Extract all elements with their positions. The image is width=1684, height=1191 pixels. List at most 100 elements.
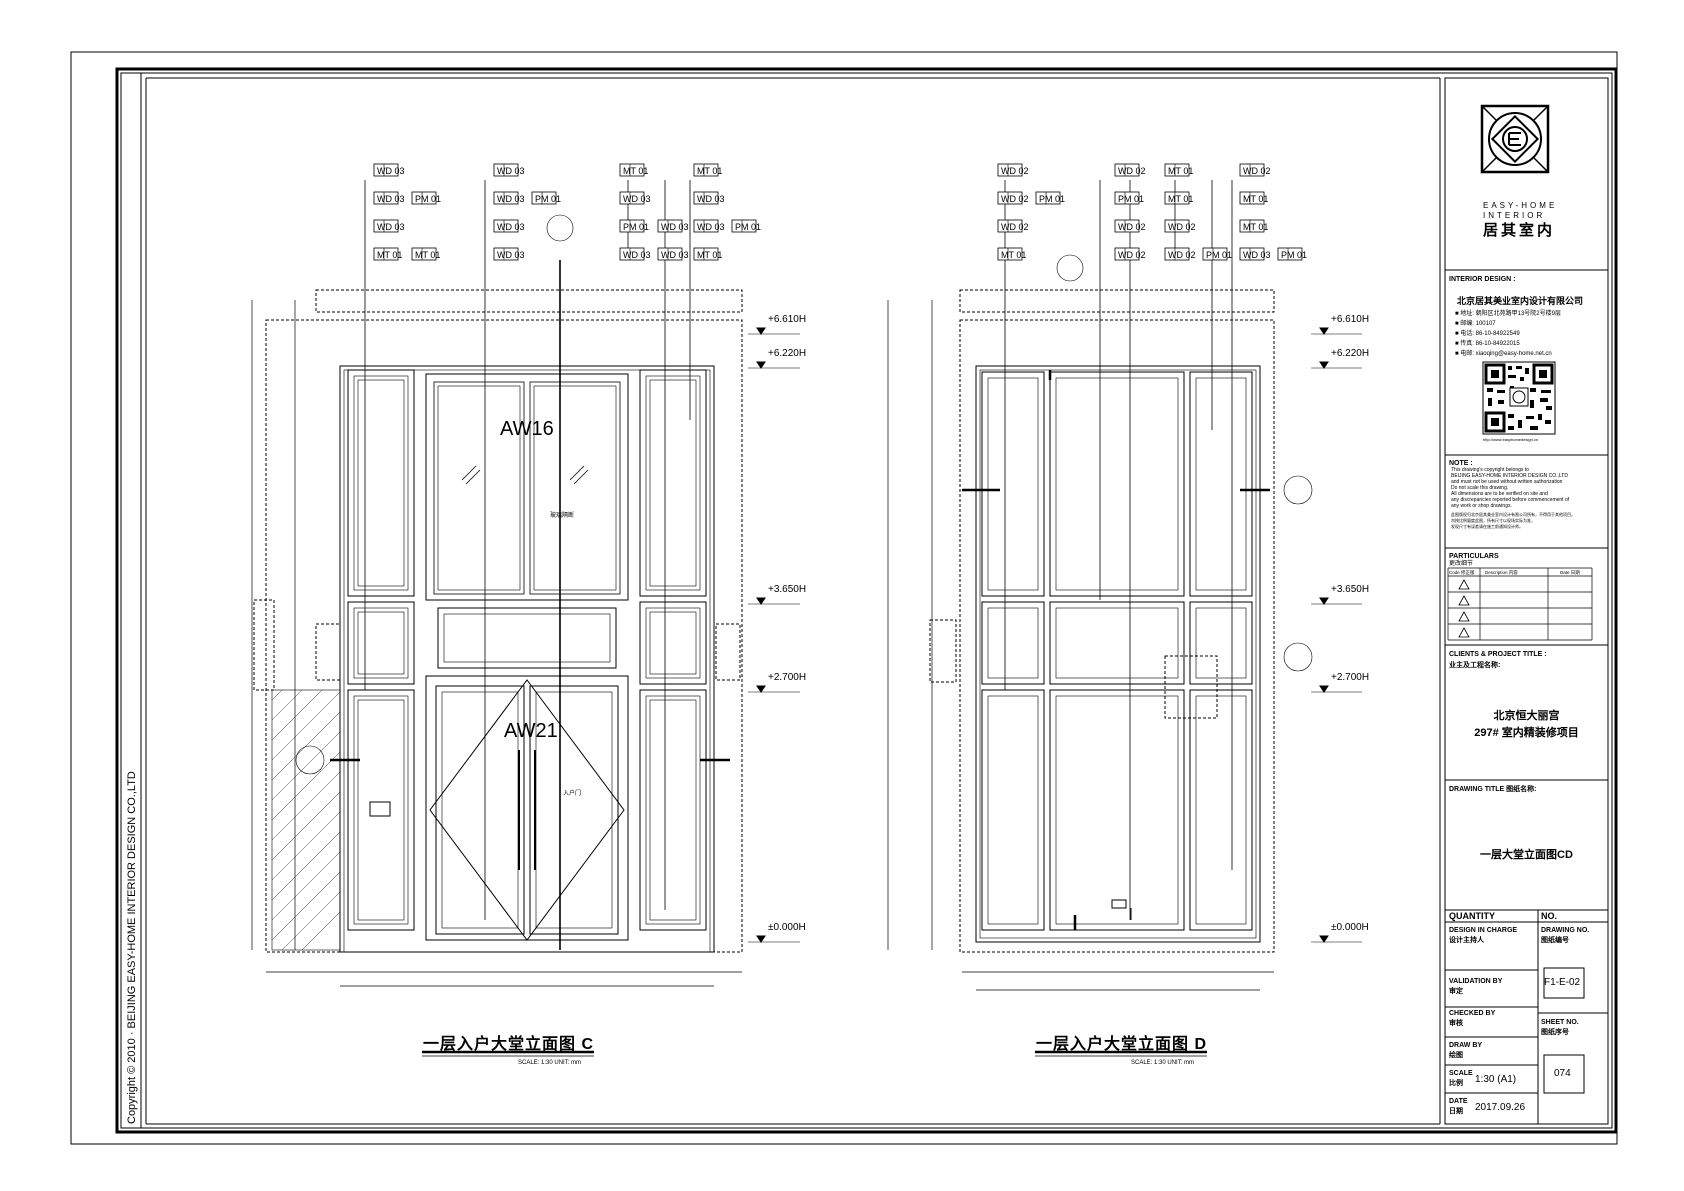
sheet-no-label-cn: 图纸序号: [1541, 1029, 1569, 1036]
elevation-d: [887, 180, 1313, 991]
material-code: MT 01: [697, 250, 722, 260]
material-code: MT 01: [1243, 194, 1268, 204]
no-label: NO.: [1541, 911, 1558, 921]
sheet-no-label: SHEET NO.: [1541, 1019, 1579, 1026]
material-tag: MT 01: [1164, 191, 1193, 205]
view-d-scale: SCALE: 1:30 UNIT: mm: [1131, 1060, 1195, 1066]
material-code: WD 02: [1168, 250, 1196, 260]
material-code: WD 03: [697, 194, 725, 204]
material-code: MT 01: [1168, 194, 1193, 204]
material-tag: WD 02: [1164, 219, 1196, 233]
material-tag: MT 01: [619, 163, 648, 177]
material-code: PM 01: [1118, 194, 1144, 204]
drawing-border: [115, 67, 1618, 1134]
elevation-c-hatch: [271, 689, 341, 951]
interior-design-label: INTERIOR DESIGN :: [1449, 276, 1516, 283]
clients-label-cn: 业主及工程名称:: [1449, 662, 1501, 669]
elev-d-2700: +2.700H: [1331, 672, 1370, 683]
material-code: WD 03: [377, 194, 405, 204]
elevation-marker-icons: [756, 327, 1329, 943]
material-code: PM 01: [1039, 194, 1065, 204]
material-tag: WD 02: [1114, 247, 1146, 261]
qr-code: [1482, 361, 1556, 435]
drawing-title-value: 一层大堂立面图CD: [1480, 849, 1573, 861]
material-code: WD 03: [623, 194, 651, 204]
draw-by-label: DRAW BY: [1449, 1042, 1483, 1049]
particulars-label: PARTICULARS: [1449, 553, 1499, 560]
title-block: [1444, 77, 1609, 1125]
sheet-no-value: 074: [1554, 1068, 1571, 1079]
material-code: PM 01: [735, 222, 761, 232]
company-fax: ■ 传真: 86-10-84922015: [1455, 341, 1520, 347]
particulars-h-desc: Description 内容: [1485, 570, 1518, 575]
tag-aw16: AW16: [500, 418, 554, 440]
material-code: WD 03: [697, 222, 725, 232]
material-tag: PM 01: [1114, 191, 1144, 205]
material-code: MT 01: [1001, 250, 1026, 260]
material-code: PM 01: [1281, 250, 1307, 260]
elev-c-3650: +3.650H: [768, 584, 807, 595]
project-line-2: 297# 室内精装修项目: [1474, 727, 1579, 739]
material-tag: WD 03: [693, 191, 725, 205]
elev-c-6610: +6.610H: [768, 314, 807, 325]
revision-triangle-icons: [1458, 579, 1470, 638]
copyright-text: Copyright © 2010 · BEIJING EASY-HOME INT…: [126, 771, 138, 1124]
material-code: PM 01: [415, 194, 441, 204]
material-tag: WD 02: [1114, 163, 1146, 177]
particulars-label-cn: 更改细节: [1449, 561, 1474, 567]
company-name: 北京居其美业室内设计有限公司: [1457, 296, 1584, 306]
note-en-0: This drawing's copyright belongs to: [1451, 467, 1529, 473]
material-code: WD 02: [1001, 194, 1029, 204]
note-cn-1: 勿按比例量度此图，所有尺寸以现场实际为准，: [1451, 518, 1535, 523]
material-tag: MT 01: [1239, 191, 1268, 205]
company-postcode: ■ 邮编: 100107: [1455, 321, 1496, 327]
scale-value: 1:30 (A1): [1475, 1074, 1517, 1085]
qr-url: http://www.easyhomedesign.cn: [1483, 437, 1539, 442]
checked-label-cn: 审核: [1449, 1020, 1463, 1027]
elev-d-3650: +3.650H: [1331, 584, 1370, 595]
material-tag: WD 03 PM 01: [373, 191, 441, 205]
drawing-title-label: DRAWING TITLE 图纸名称:: [1449, 786, 1537, 793]
material-callouts-d: WD 02 WD 02 PM 01 WD 02 MT 01 WD 02 PM 01 WD 02…: [997, 163, 1307, 261]
material-tag: MT 01: [1164, 163, 1193, 177]
outer-frame: [70, 51, 1618, 1145]
material-code: MT 01: [1168, 166, 1193, 176]
design-in-charge-label: DESIGN IN CHARGE: [1449, 927, 1518, 934]
material-tag: WD 02: [1114, 219, 1146, 233]
material-tag: WD 02: [997, 219, 1029, 233]
elev-c-2700: +2.700H: [768, 672, 807, 683]
easy-home-logo-icon: [1480, 104, 1550, 174]
view-c-scale: SCALE: 1:30 UNIT: mm: [518, 1060, 582, 1066]
material-tag: MT 01: [997, 247, 1026, 261]
material-code: WD 03: [377, 222, 405, 232]
elev-d-0000: ±0.000H: [1331, 922, 1369, 933]
material-code: MT 01: [1243, 222, 1268, 232]
tag-aw21: AW21: [504, 720, 558, 742]
logo-cn: 居其室内: [1483, 222, 1556, 239]
elevation-c: [251, 180, 743, 987]
material-code: MT 01: [623, 166, 648, 176]
material-code: WD 03: [497, 194, 525, 204]
scale-label: SCALE: [1449, 1070, 1473, 1077]
glass-label: 玻璃隔断: [550, 513, 575, 519]
project-line-1: 北京恒大丽宫: [1493, 710, 1560, 722]
material-tag: WD 03: [619, 191, 651, 205]
note-label: NOTE :: [1449, 460, 1473, 467]
material-tag: WD 03: [493, 247, 525, 261]
material-code: WD 03: [377, 166, 405, 176]
elev-c-6220: +6.220H: [768, 348, 807, 359]
material-code: WD 03: [661, 222, 689, 232]
material-tag: WD 03: [373, 163, 405, 177]
material-code: PM 01: [535, 194, 561, 204]
material-code: WD 02: [1001, 166, 1029, 176]
material-tag: MT 01: [1239, 219, 1268, 233]
scale-label-cn: 比例: [1449, 1080, 1463, 1087]
elev-d-6610: +6.610H: [1331, 314, 1370, 325]
material-code: PM 01: [1206, 250, 1232, 260]
drawing-no-label: DRAWING NO.: [1541, 927, 1590, 934]
elev-d-6220: +6.220H: [1331, 348, 1370, 359]
